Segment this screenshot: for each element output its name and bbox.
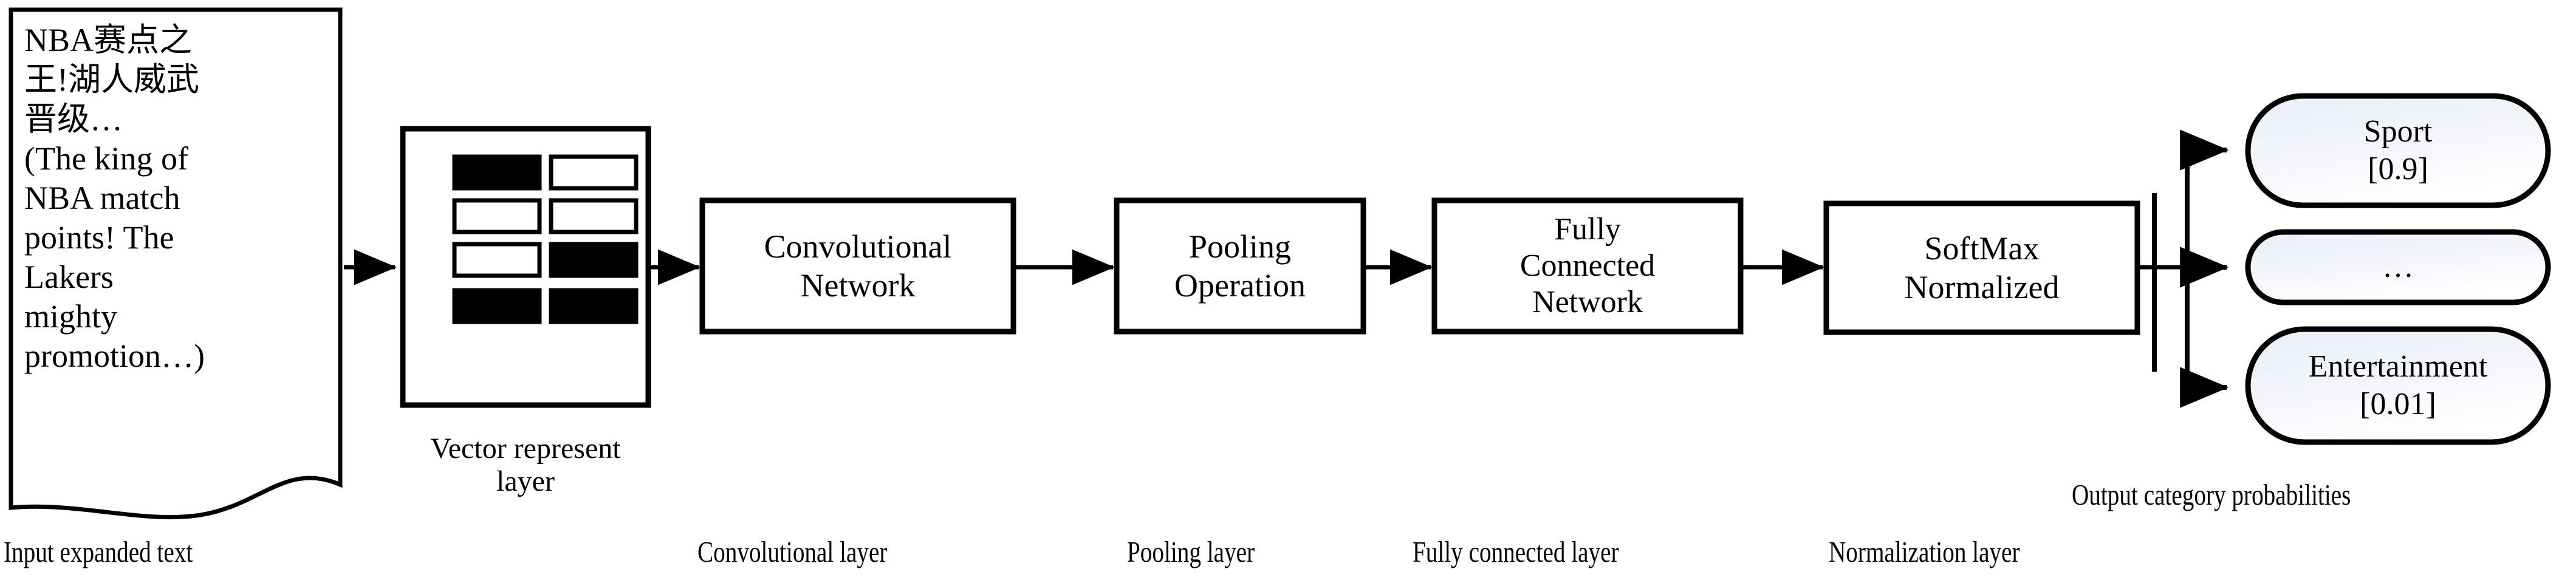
vector-cell-r3c2 — [549, 242, 639, 278]
output-pill-ellipsis[interactable] — [2245, 229, 2551, 305]
fanout-branch-top — [2180, 129, 2229, 267]
softmax-normalized-label-line1: SoftMax — [1924, 230, 2040, 267]
fully-connected-network-label-line3: Network — [1532, 285, 1643, 319]
fully-connected-layer-caption: Fully connected layer — [1413, 535, 1619, 568]
vector-layer-caption: Vector represent layer — [430, 432, 621, 497]
pooling-layer-caption: Pooling layer — [1127, 535, 1255, 568]
convolutional-network-box — [699, 197, 1016, 335]
vector-cell-r3c1 — [452, 242, 542, 278]
vector-cell-r2c1 — [452, 198, 542, 234]
pooling-operation-label-line1: Pooling — [1188, 228, 1292, 265]
input-document-text: NBA赛点之 王!湖人威武 晋级… (The king of NBA match… — [24, 22, 205, 374]
softmax-normalized-label: SoftMax Normalized — [1826, 203, 2137, 332]
convolutional-layer-caption: Convolutional layer — [697, 535, 888, 568]
vector-cell-r1c2 — [549, 154, 639, 191]
fully-connected-network-label: Fully Connected Network — [1434, 200, 1741, 332]
output-category-probabilities-caption: Output category probabilities — [2072, 478, 2351, 511]
convolutional-network-label-line1: Convolutional — [764, 228, 952, 265]
normalization-layer-caption: Normalization layer — [1829, 535, 2020, 568]
pooling-operation-box — [1114, 197, 1366, 335]
vector-cell-r4c2 — [549, 288, 639, 324]
vector-cell-r1c1 — [452, 154, 542, 191]
input-document-caption: Input expanded text — [4, 535, 193, 568]
vector-cell-r4c1 — [452, 288, 542, 324]
output-pill-sport[interactable] — [2245, 93, 2551, 208]
fully-connected-network-label-line2: Connected — [1519, 248, 1656, 283]
output-pill-entertainment[interactable] — [2245, 326, 2551, 445]
fully-connected-network-box — [1431, 197, 1744, 335]
softmax-normalized-label-line2: Normalized — [1904, 269, 2060, 305]
fully-connected-network-label-line1: Fully — [1554, 212, 1621, 247]
input-document-shape — [9, 7, 343, 520]
convolutional-network-label: Convolutional Network — [702, 200, 1013, 332]
convolutional-network-label-line2: Network — [800, 267, 916, 304]
pooling-operation-label-line2: Operation — [1174, 267, 1306, 304]
pooling-operation-label: Pooling Operation — [1117, 200, 1363, 332]
vector-cell-r2c2 — [549, 198, 639, 234]
fanout-branch-bottom — [2180, 267, 2229, 408]
